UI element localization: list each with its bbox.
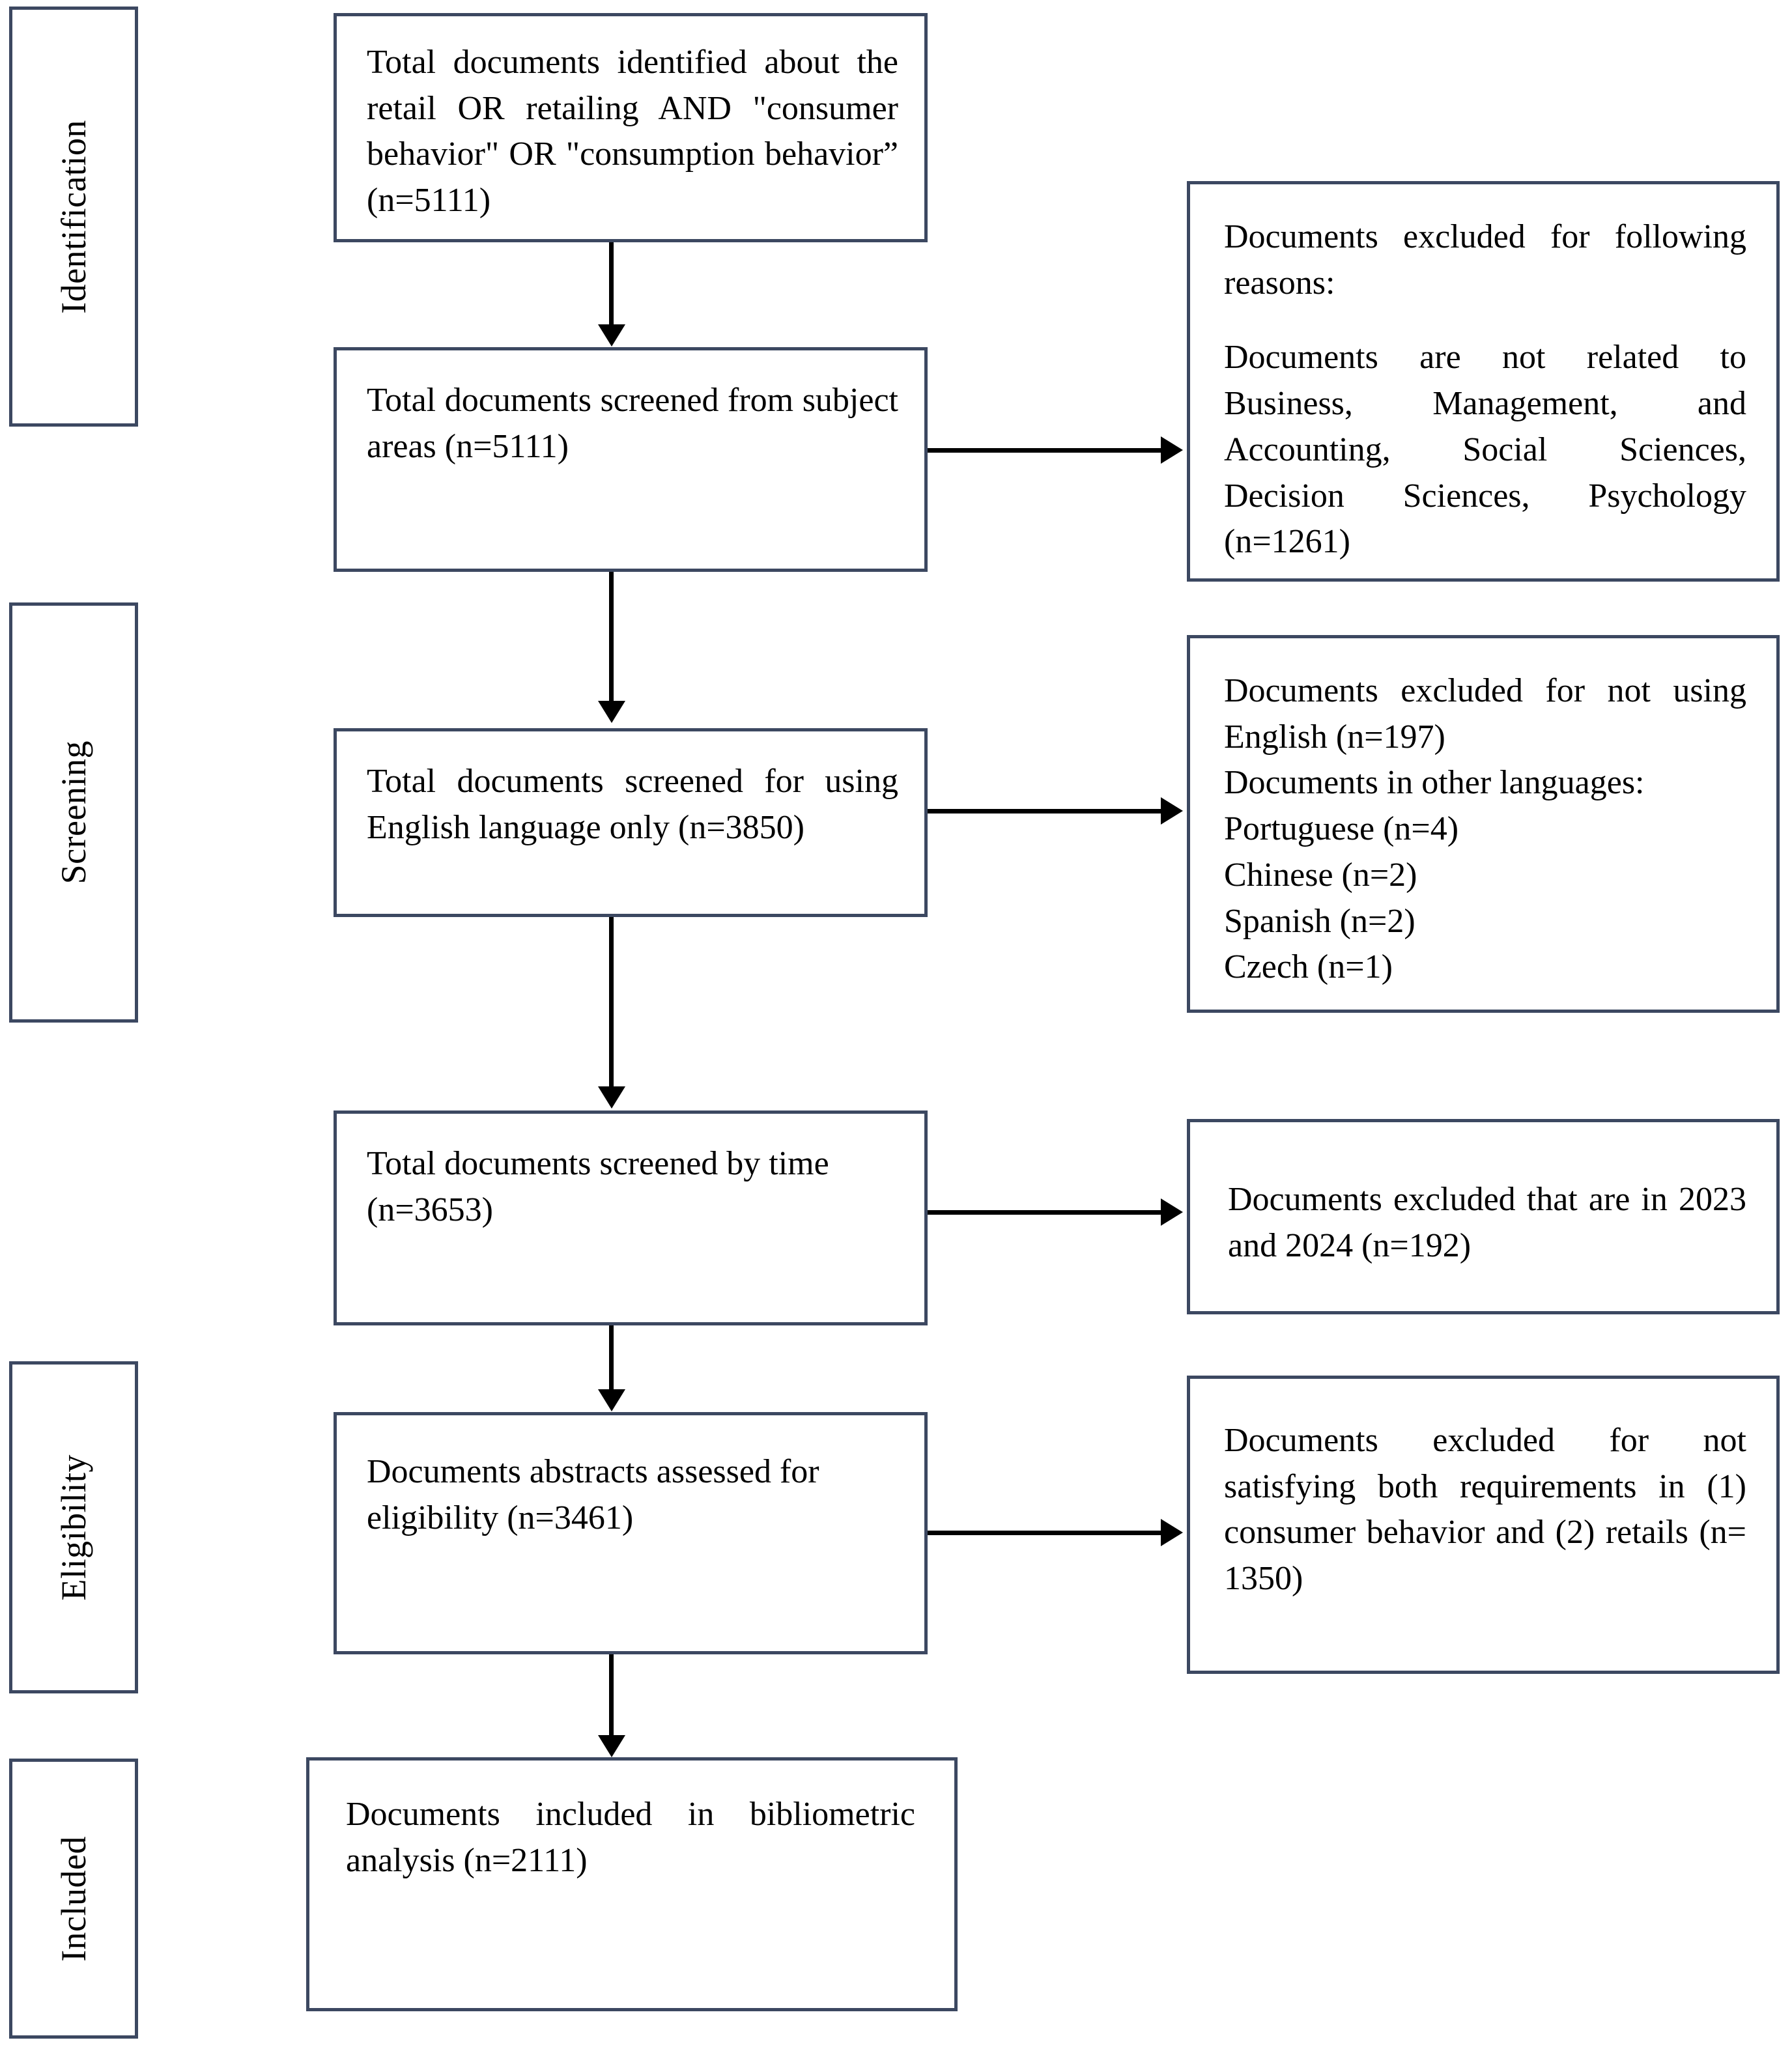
arrowhead-subject-areas-to-exclusion [1161, 436, 1183, 464]
exclusion-box-requirements: Documents excluded for not satisfying bo… [1187, 1376, 1780, 1674]
exclusion-language-czech: Czech (n=1) [1224, 948, 1393, 986]
flow-box-abstracts-assessed-text: Documents abstracts assessed for eligibi… [367, 1453, 819, 1536]
stage-label-identification: Identification [54, 119, 93, 314]
exclusion-box-requirements-text: Documents excluded for not satisfying bo… [1224, 1422, 1746, 1598]
flow-box-identified-text: Total documents identified about the ret… [367, 44, 898, 219]
stage-box-included: Included [9, 1759, 138, 2039]
connector-identified-to-subject-areas [609, 242, 614, 326]
exclusion-box-subject-areas: Documents excluded for following reasons… [1187, 181, 1780, 582]
stage-label-eligibility: Eligibility [54, 1454, 93, 1601]
arrowhead-abstracts-to-exclusion [1161, 1519, 1183, 1546]
exclusion-language-spanish: Spanish (n=2) [1224, 902, 1415, 940]
flow-box-screened-subject-areas-text: Total documents screened from subject ar… [367, 382, 898, 465]
connector-english-to-time [609, 917, 614, 1088]
arrowhead-english-to-time [598, 1086, 625, 1109]
exclusion-box-years: Documents excluded that are in 2023 and … [1187, 1119, 1780, 1314]
arrowhead-abstracts-to-included [598, 1735, 625, 1757]
exclusion-box-language: Documents excluded for not using English… [1187, 635, 1780, 1013]
connector-abstracts-to-included [609, 1654, 614, 1738]
exclusion-box-subject-areas-text: Documents excluded for following reasons… [1224, 214, 1746, 565]
flow-box-screened-subject-areas: Total documents screened from subject ar… [334, 347, 928, 572]
flow-box-screened-english: Total documents screened for using Engli… [334, 728, 928, 917]
stage-label-screening: Screening [54, 741, 93, 884]
exclusion-subject-areas-para2: Documents are not related to Business, M… [1224, 339, 1746, 561]
exclusion-language-line1: Documents excluded for not using English… [1224, 672, 1746, 756]
arrowhead-english-to-exclusion [1161, 797, 1183, 825]
flow-box-included-bibliometric-text: Documents included in bibliometric analy… [346, 1796, 915, 1879]
flow-box-abstracts-assessed: Documents abstracts assessed for eligibi… [334, 1412, 928, 1654]
connector-time-to-abstracts [609, 1325, 614, 1391]
stage-box-eligibility: Eligibility [9, 1361, 138, 1693]
arrowhead-subject-areas-to-english [598, 701, 625, 723]
arrowhead-time-to-exclusion [1161, 1198, 1183, 1226]
exclusion-box-language-text: Documents excluded for not using English… [1224, 668, 1746, 991]
arrowhead-identified-to-subject-areas [598, 324, 625, 347]
stage-box-screening: Screening [9, 602, 138, 1023]
flow-box-screened-time-text: Total documents screened by time (n=3653… [367, 1145, 829, 1228]
stage-label-included: Included [54, 1835, 93, 1962]
exclusion-subject-areas-para1: Documents excluded for following reasons… [1224, 218, 1746, 302]
connector-time-to-exclusion [928, 1210, 1162, 1215]
connector-english-to-exclusion [928, 809, 1162, 813]
arrowhead-time-to-abstracts [598, 1389, 625, 1411]
exclusion-language-chinese: Chinese (n=2) [1224, 856, 1417, 894]
connector-abstracts-to-exclusion [928, 1531, 1162, 1535]
exclusion-language-line2: Documents in other languages: [1224, 764, 1645, 802]
flow-box-screened-english-text: Total documents screened for using Engli… [367, 763, 898, 846]
connector-subject-areas-to-english [609, 572, 614, 702]
stage-box-identification: Identification [9, 7, 138, 427]
flow-box-screened-time: Total documents screened by time (n=3653… [334, 1110, 928, 1325]
exclusion-box-years-text: Documents excluded that are in 2023 and … [1228, 1181, 1746, 1264]
flow-box-identified: Total documents identified about the ret… [334, 13, 928, 242]
flow-box-included-bibliometric: Documents included in bibliometric analy… [306, 1757, 958, 2011]
exclusion-language-portuguese: Portuguese (n=4) [1224, 810, 1459, 848]
connector-subject-areas-to-exclusion [928, 448, 1162, 453]
